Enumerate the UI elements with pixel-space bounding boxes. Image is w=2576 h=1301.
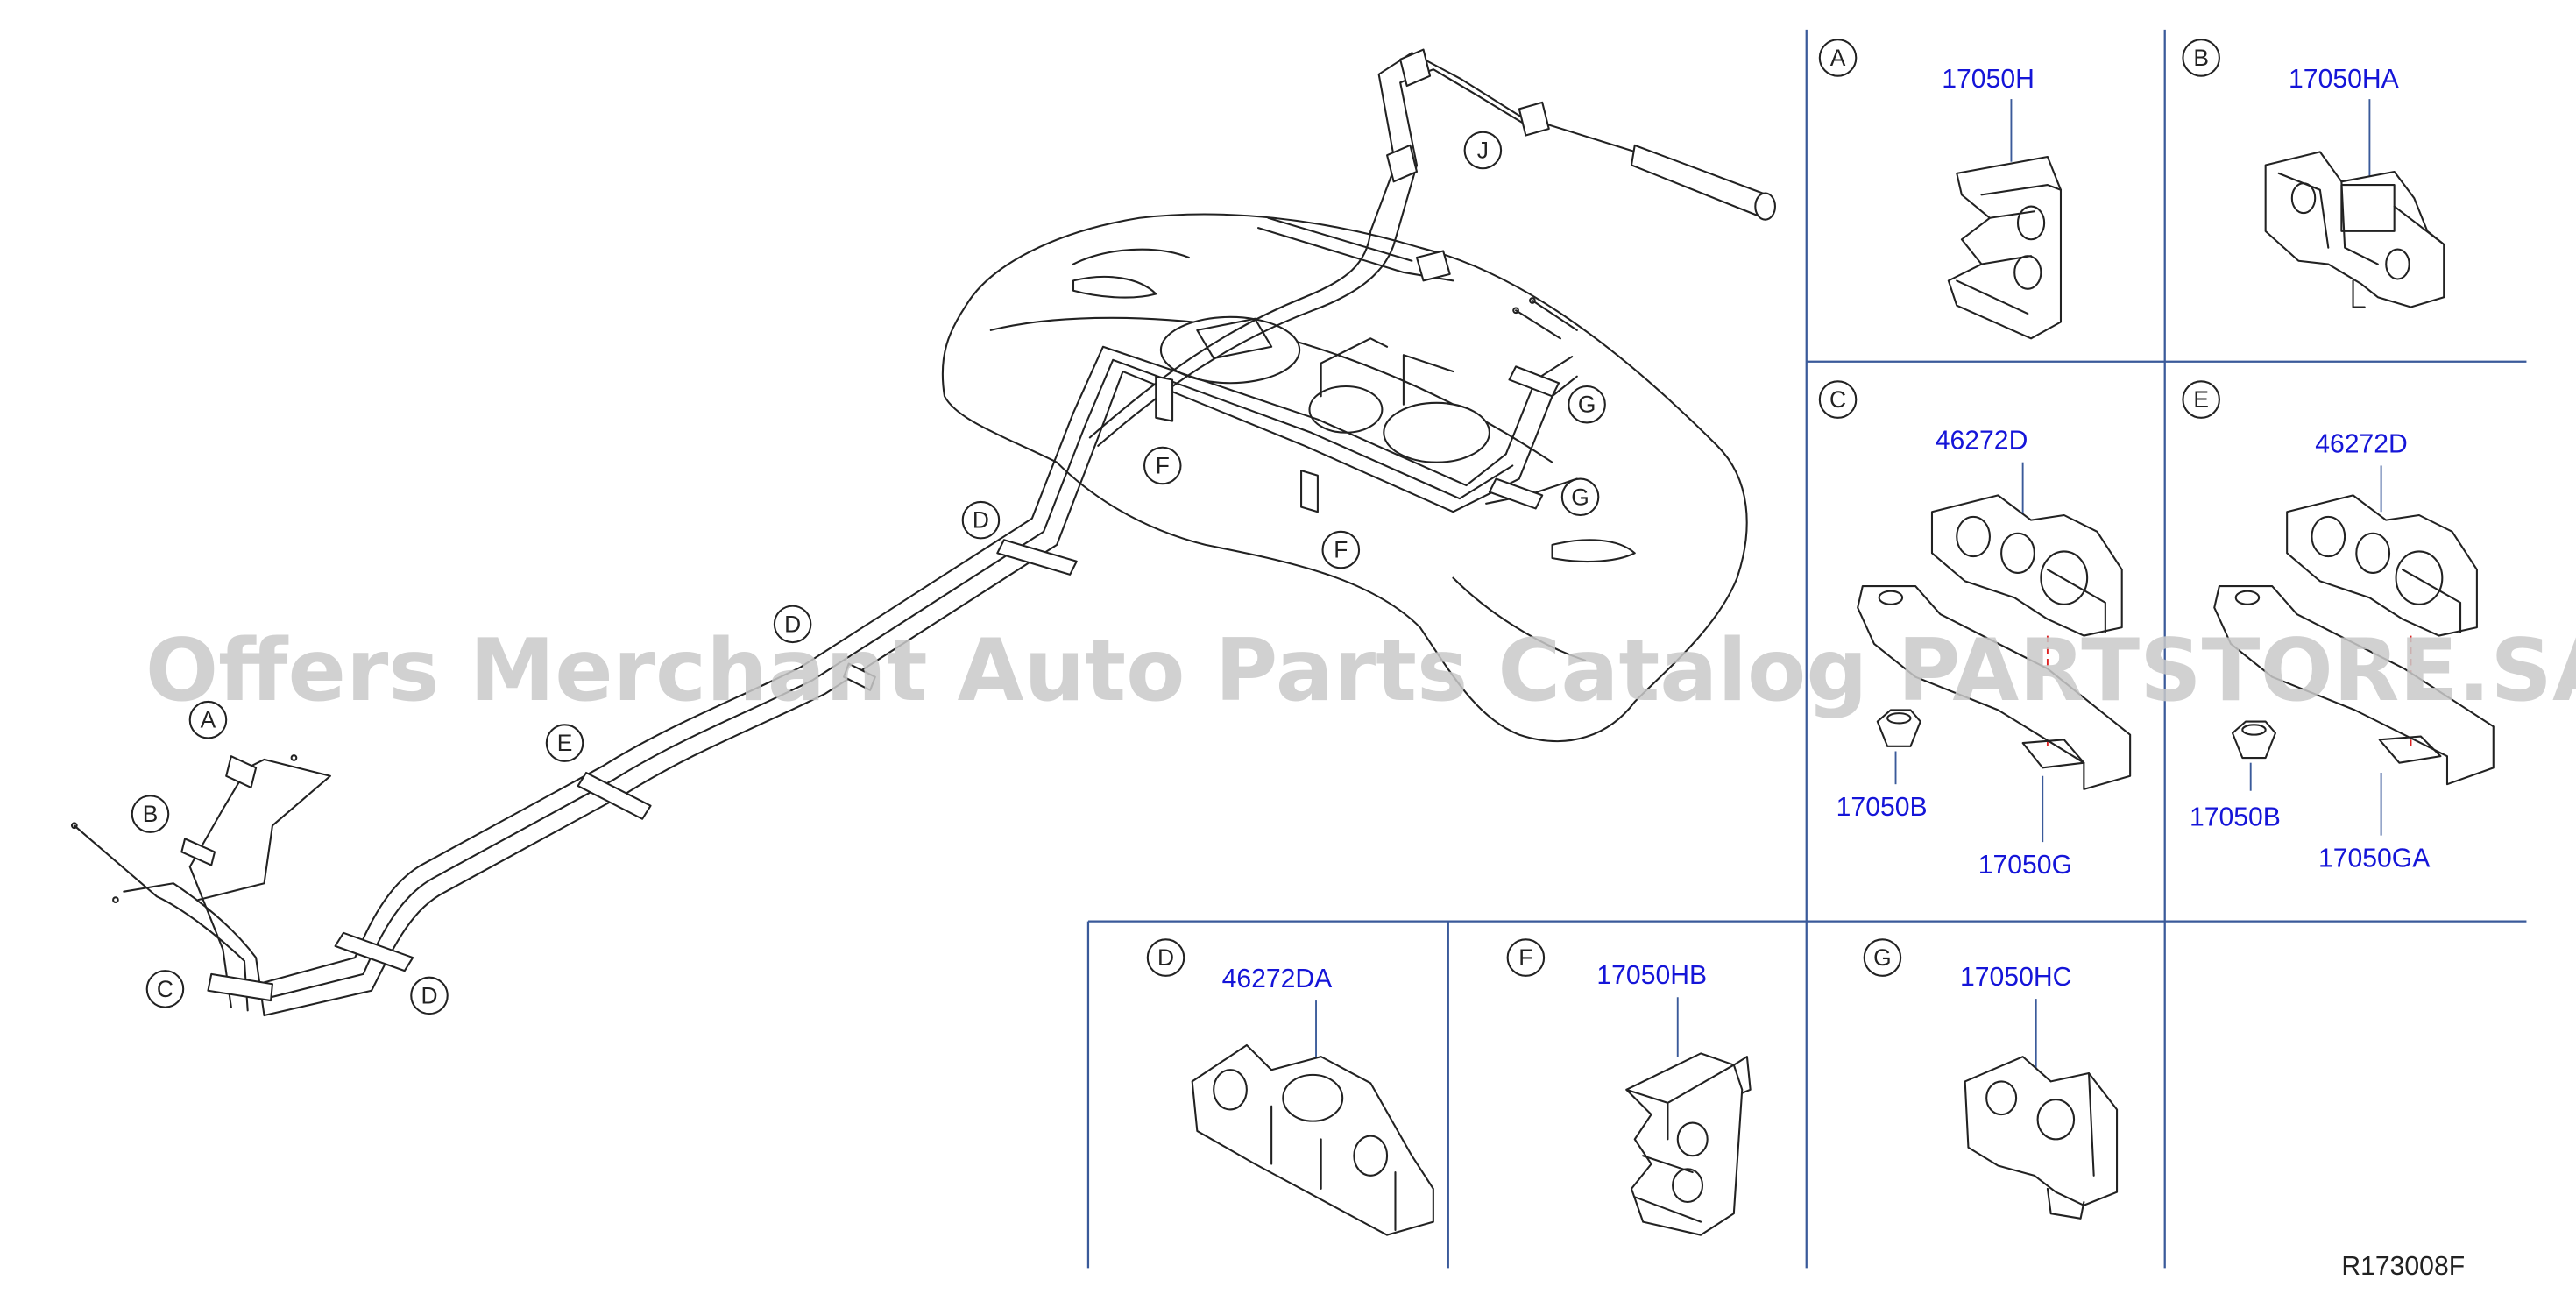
nut-17050b-e: [2231, 720, 2277, 760]
part-number: 17050HA: [2289, 65, 2400, 94]
clip-46272d-e: [2286, 494, 2478, 637]
svg-text:C: C: [157, 976, 173, 1002]
part-number: 17050G: [1978, 851, 2072, 880]
svg-text:D: D: [1157, 944, 1174, 971]
clip-46272d: [1930, 494, 2123, 637]
callout-d: D: [410, 976, 449, 1015]
panel-grid: [1086, 29, 2527, 1269]
svg-text:G: G: [1578, 392, 1596, 418]
callout-g: G: [1560, 477, 1600, 517]
svg-text:G: G: [1873, 944, 1892, 971]
clip-17050ha: [2264, 151, 2445, 308]
svg-text:B: B: [2193, 45, 2209, 71]
part-number: 46272D: [2315, 429, 2408, 458]
callout-c: C: [145, 970, 185, 1008]
callout-b: B: [131, 795, 170, 833]
bracket-17050g: [1857, 584, 2132, 790]
panel-e: E 46272D 17050B 17050GA: [2182, 380, 2495, 873]
clip-17050h: [1947, 156, 2063, 340]
part-number: 17050GA: [2318, 844, 2431, 873]
panel-label-b: B: [2182, 39, 2220, 77]
svg-text:F: F: [1518, 944, 1532, 971]
callout-g: G: [1568, 385, 1606, 424]
panel-label-e: E: [2182, 380, 2220, 419]
svg-text:J: J: [1477, 137, 1489, 163]
svg-text:E: E: [2193, 386, 2209, 413]
bracket-17050ga: [2213, 584, 2495, 786]
callout-a: A: [188, 700, 228, 739]
panel-f: F 17050HB: [1506, 938, 1752, 1236]
callout-d: D: [773, 605, 812, 644]
callout-j: J: [1463, 131, 1503, 170]
callout-f: F: [1143, 446, 1182, 485]
part-number: 17050HB: [1596, 961, 1707, 990]
part-number: 46272D: [1936, 427, 2028, 456]
svg-text:E: E: [557, 730, 573, 756]
svg-text:D: D: [421, 982, 437, 1008]
nut-17050b: [1876, 709, 1921, 747]
panel-g: G 17050HC: [1863, 938, 2119, 1220]
part-number: 46272DA: [1222, 965, 1334, 993]
clip-17050hc: [1964, 1056, 2119, 1220]
panel-b: B 17050HA: [2182, 39, 2445, 308]
fuel-pipe-bundle: [70, 48, 1776, 1017]
panel-c: C 46272D 17050B 17050G: [1818, 380, 2132, 880]
svg-text:C: C: [1829, 386, 1846, 413]
svg-text:F: F: [1156, 452, 1170, 478]
callout-e: E: [545, 724, 584, 762]
clip-17050hb: [1625, 1052, 1752, 1236]
svg-text:A: A: [201, 707, 216, 733]
part-number: 17050H: [1942, 65, 2035, 94]
panel-label-a: A: [1818, 39, 1858, 77]
svg-text:A: A: [1830, 45, 1846, 71]
panel-label-c: C: [1818, 380, 1858, 419]
svg-text:B: B: [143, 801, 159, 827]
panel-d: D 46272DA: [1146, 938, 1434, 1236]
panel-label-f: F: [1506, 938, 1546, 977]
svg-text:D: D: [784, 611, 801, 637]
svg-text:F: F: [1334, 537, 1348, 563]
part-number: 17050B: [1836, 793, 1928, 822]
svg-text:D: D: [973, 507, 989, 534]
diagram-reference: R173008F: [2341, 1252, 2465, 1281]
part-number: 17050HC: [1960, 963, 2071, 992]
part-number: 17050B: [2190, 803, 2281, 831]
panel-a: A 17050H: [1818, 39, 2063, 340]
callout-d: D: [961, 500, 1001, 540]
panel-label-g: G: [1863, 938, 1902, 977]
panel-label-d: D: [1146, 938, 1185, 977]
callout-f: F: [1321, 530, 1361, 569]
svg-text:G: G: [1571, 484, 1589, 510]
clip-46272da: [1191, 1043, 1434, 1236]
watermark: Offers Merchant Auto Parts Catalog PARTS…: [145, 621, 2576, 721]
